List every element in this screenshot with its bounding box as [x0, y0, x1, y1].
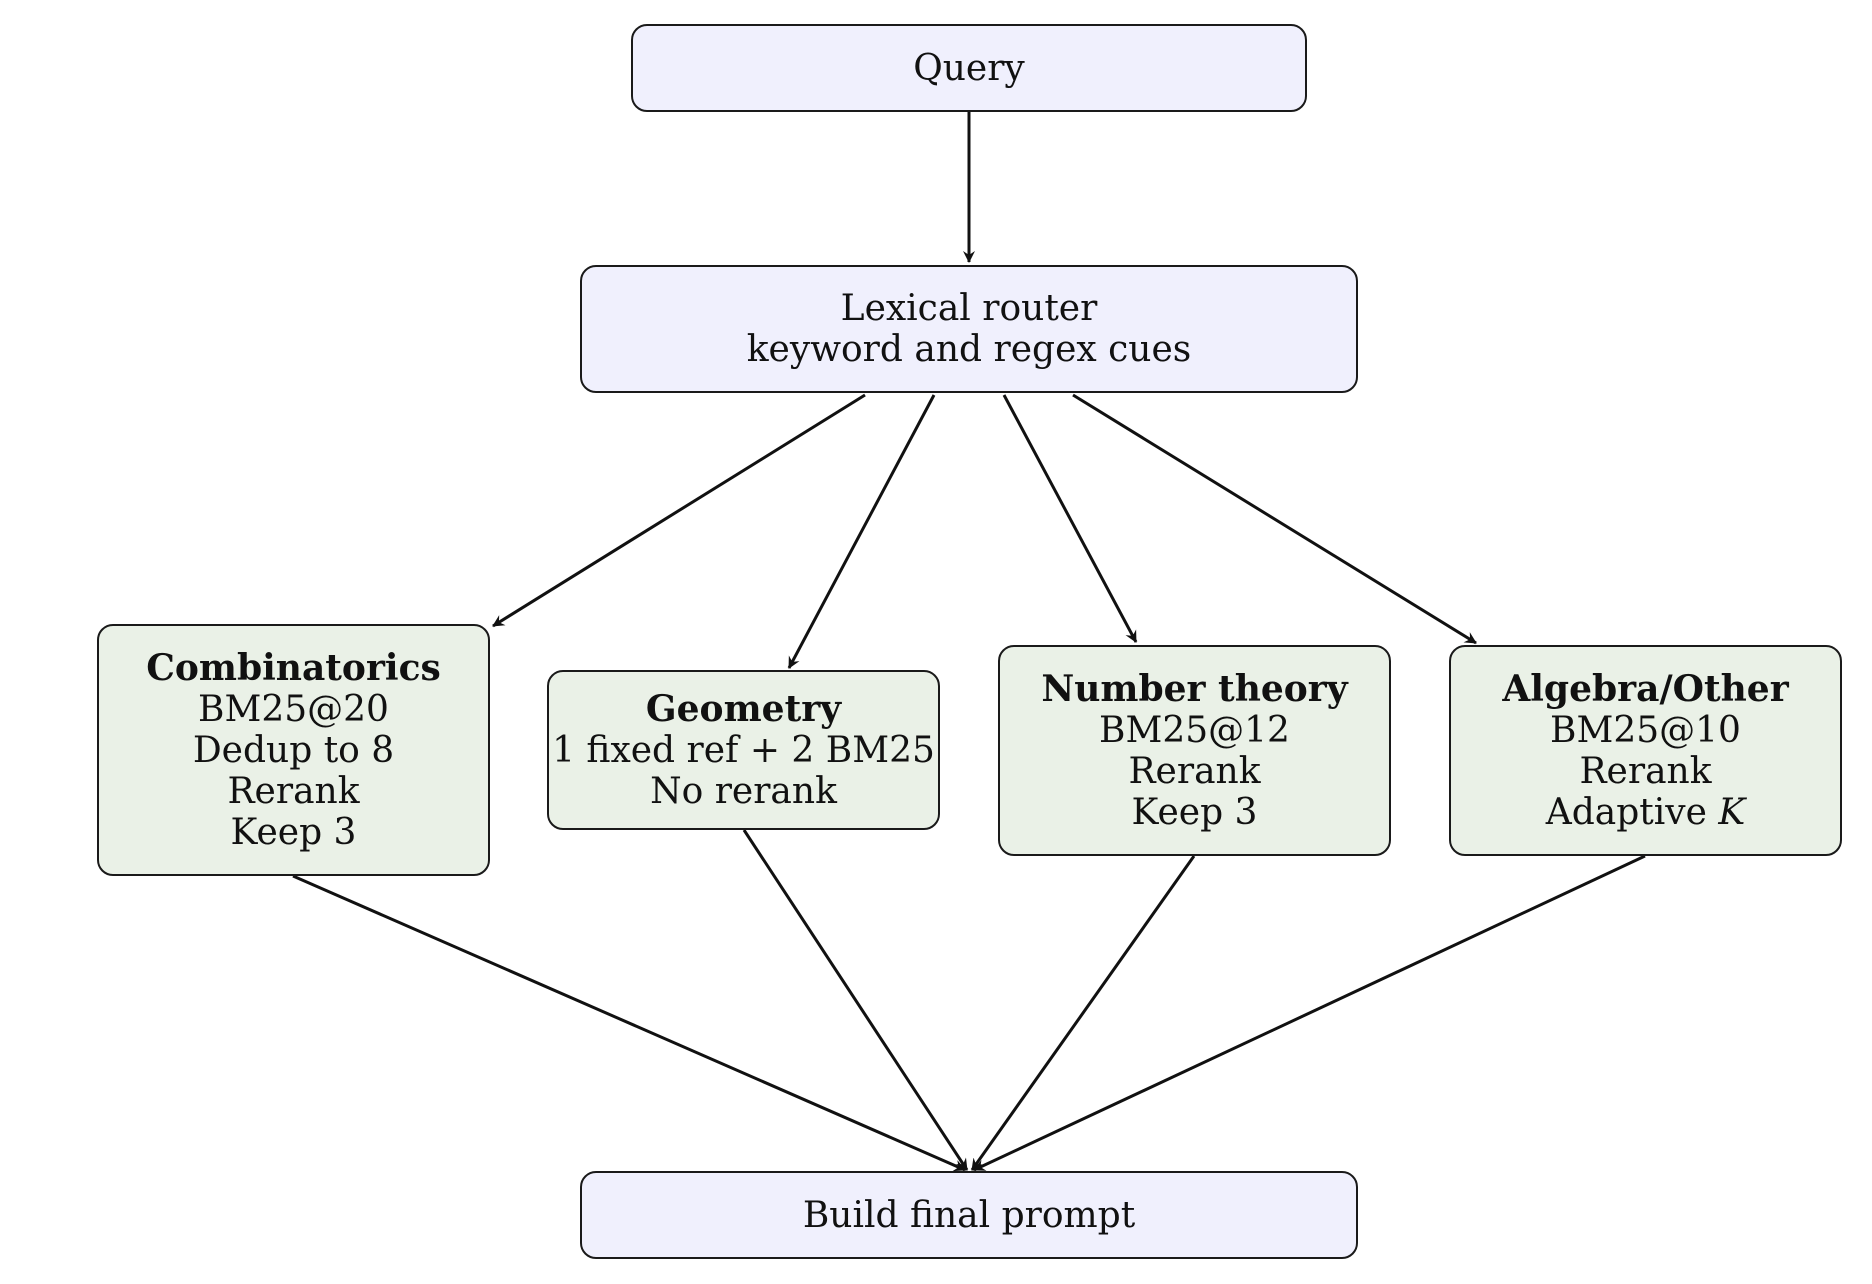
geometry-line: No rerank	[650, 770, 837, 812]
edge-combinatorics-to-final	[292, 874, 966, 1172]
adaptive-variable: K	[1718, 791, 1746, 833]
edge-number-theory-to-final	[970, 855, 1196, 1171]
algebra-other-line: BM25@10	[1550, 709, 1741, 751]
router-title: Lexical router	[840, 288, 1098, 329]
number-theory-line: BM25@12	[1099, 709, 1290, 751]
edge-router-to-geometry	[787, 394, 936, 669]
geometry-line: 1 fixed ref + 2 BM25	[552, 729, 935, 771]
algebra-other-node: Algebra/Other BM25@10 Rerank Adaptive K	[1449, 645, 1842, 856]
edge-algebra-other-to-final	[973, 854, 1646, 1172]
combinatorics-line: BM25@20	[198, 688, 389, 730]
query-node: Query	[631, 24, 1307, 112]
lexical-router-node: Lexical router keyword and regex cues	[580, 265, 1358, 393]
combinatorics-line: Dedup to 8	[192, 729, 395, 771]
geometry-title: Geometry	[645, 687, 842, 730]
build-final-prompt-node: Build final prompt	[580, 1171, 1358, 1259]
edge-router-to-algebra-other	[1072, 393, 1477, 645]
edge-geometry-to-final	[742, 829, 969, 1171]
algebra-other-title: Algebra/Other	[1502, 667, 1789, 710]
router-subtitle: keyword and regex cues	[746, 329, 1192, 370]
number-theory-line: Rerank	[1128, 750, 1261, 792]
adaptive-prefix: Adaptive	[1545, 791, 1707, 833]
combinatorics-line: Keep 3	[230, 811, 357, 853]
algebra-other-line: Rerank	[1579, 750, 1712, 792]
algebra-other-adaptive-line: Adaptive K	[1546, 792, 1746, 833]
combinatorics-line: Rerank	[227, 770, 360, 812]
number-theory-node: Number theory BM25@12 Rerank Keep 3	[998, 645, 1391, 856]
final-label: Build final prompt	[802, 1194, 1136, 1236]
combinatorics-title: Combinatorics	[146, 646, 441, 689]
geometry-node: Geometry 1 fixed ref + 2 BM25 No rerank	[547, 670, 940, 830]
combinatorics-node: Combinatorics BM25@20 Dedup to 8 Rerank …	[97, 624, 490, 876]
number-theory-title: Number theory	[1041, 667, 1348, 710]
query-label: Query	[913, 47, 1025, 89]
edge-router-to-combinatorics	[492, 393, 866, 628]
number-theory-line: Keep 3	[1131, 791, 1258, 833]
edge-router-to-number-theory	[1002, 394, 1138, 643]
